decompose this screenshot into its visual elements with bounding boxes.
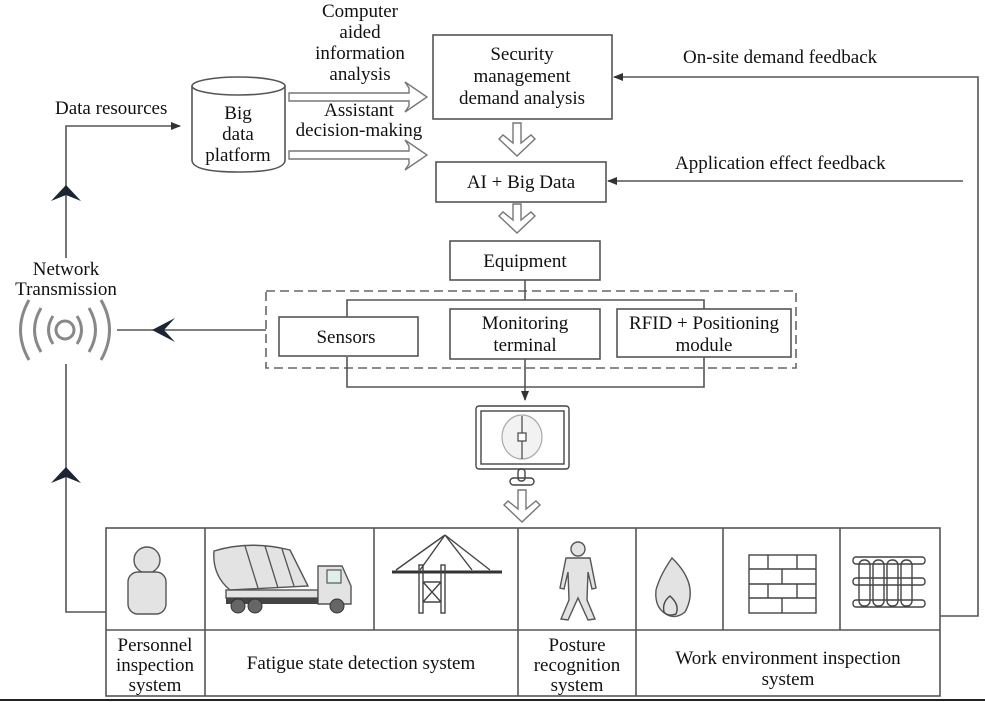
down-arrow-1 bbox=[497, 122, 537, 157]
svg-text:Personnel: Personnel bbox=[118, 635, 193, 656]
sensors-node: Sensors bbox=[278, 316, 419, 357]
big-data-platform-node: Big data platform bbox=[191, 76, 286, 173]
left-arrowhead-icon bbox=[152, 318, 175, 342]
equipment-group bbox=[265, 290, 797, 369]
svg-text:information: information bbox=[315, 43, 405, 64]
svg-text:Monitoring: Monitoring bbox=[482, 313, 569, 334]
person-icon bbox=[127, 546, 167, 615]
data-resources-label: Data resources bbox=[55, 98, 167, 119]
equipment-node: Equipment bbox=[449, 240, 601, 281]
svg-text:AI + Big Data: AI + Big Data bbox=[467, 172, 576, 193]
onsite-feedback-label: On-site demand feedback bbox=[683, 47, 878, 68]
svg-text:inspection: inspection bbox=[116, 655, 195, 676]
svg-text:analysis: analysis bbox=[329, 64, 390, 85]
svg-text:Transmission: Transmission bbox=[15, 279, 117, 300]
svg-text:system: system bbox=[551, 675, 604, 696]
ai-monitor-icon bbox=[475, 405, 570, 486]
up-arrowhead-icon bbox=[51, 467, 81, 483]
down-arrow-2 bbox=[497, 203, 537, 234]
up-arrowhead-icon bbox=[51, 185, 81, 201]
svg-text:terminal: terminal bbox=[493, 335, 556, 356]
system-to-network-line bbox=[65, 364, 108, 613]
fatigue-detection-label: Fatigue state detection system bbox=[247, 653, 476, 674]
svg-text:system: system bbox=[129, 675, 182, 696]
human-figure-icon bbox=[559, 541, 597, 621]
svg-text:Computer: Computer bbox=[322, 1, 399, 22]
application-feedback-label: Application effect feedback bbox=[675, 153, 886, 174]
down-arrow-3 bbox=[502, 489, 542, 523]
rfid-module-node: RFID + Positioning module bbox=[616, 308, 792, 358]
mixer-truck-icon bbox=[213, 544, 352, 614]
svg-text:Posture: Posture bbox=[549, 635, 606, 656]
svg-text:decision-making: decision-making bbox=[296, 120, 423, 141]
svg-text:Sensors: Sensors bbox=[316, 327, 375, 348]
assistant-decision-label: Assistant decision-making bbox=[296, 100, 423, 141]
svg-text:recognition: recognition bbox=[534, 655, 621, 676]
svg-text:RFID + Positioning: RFID + Positioning bbox=[629, 313, 780, 334]
svg-text:system: system bbox=[762, 669, 815, 690]
svg-text:management: management bbox=[473, 66, 571, 87]
scaffold-icon bbox=[852, 556, 926, 608]
network-transmission-node: Network Transmission bbox=[15, 259, 117, 300]
monitoring-terminal-node: Monitoring terminal bbox=[449, 308, 601, 360]
svg-text:Big: Big bbox=[224, 103, 252, 124]
svg-text:Network: Network bbox=[33, 259, 100, 280]
brick-wall-icon bbox=[748, 554, 817, 614]
posture-recognition-label: Posture recognition system bbox=[534, 635, 621, 696]
svg-text:aided: aided bbox=[339, 22, 381, 43]
data-resources-line bbox=[65, 122, 181, 258]
svg-text:Assistant: Assistant bbox=[324, 100, 394, 121]
ai-big-data-node: AI + Big Data bbox=[435, 161, 607, 203]
security-demand-node: Security management demand analysis bbox=[432, 34, 613, 120]
top-bus bbox=[346, 299, 705, 317]
work-environment-label: Work environment inspection system bbox=[675, 648, 901, 690]
computer-aided-label: Computer aided information analysis bbox=[315, 1, 405, 85]
wireless-signal-icon bbox=[19, 299, 111, 361]
svg-text:Equipment: Equipment bbox=[483, 251, 567, 272]
svg-text:Security: Security bbox=[490, 44, 554, 65]
computer-aided-arrow bbox=[288, 81, 429, 113]
flame-icon bbox=[655, 556, 691, 618]
personnel-inspection-label: Personnel inspection system bbox=[116, 635, 195, 696]
svg-text:module: module bbox=[676, 335, 733, 356]
svg-text:Work environment inspection: Work environment inspection bbox=[675, 648, 901, 669]
svg-text:platform: platform bbox=[205, 145, 271, 166]
tower-crane-icon bbox=[392, 534, 502, 614]
svg-text:data: data bbox=[222, 124, 254, 145]
assistant-decision-arrow bbox=[288, 139, 429, 171]
svg-text:demand analysis: demand analysis bbox=[459, 88, 585, 109]
